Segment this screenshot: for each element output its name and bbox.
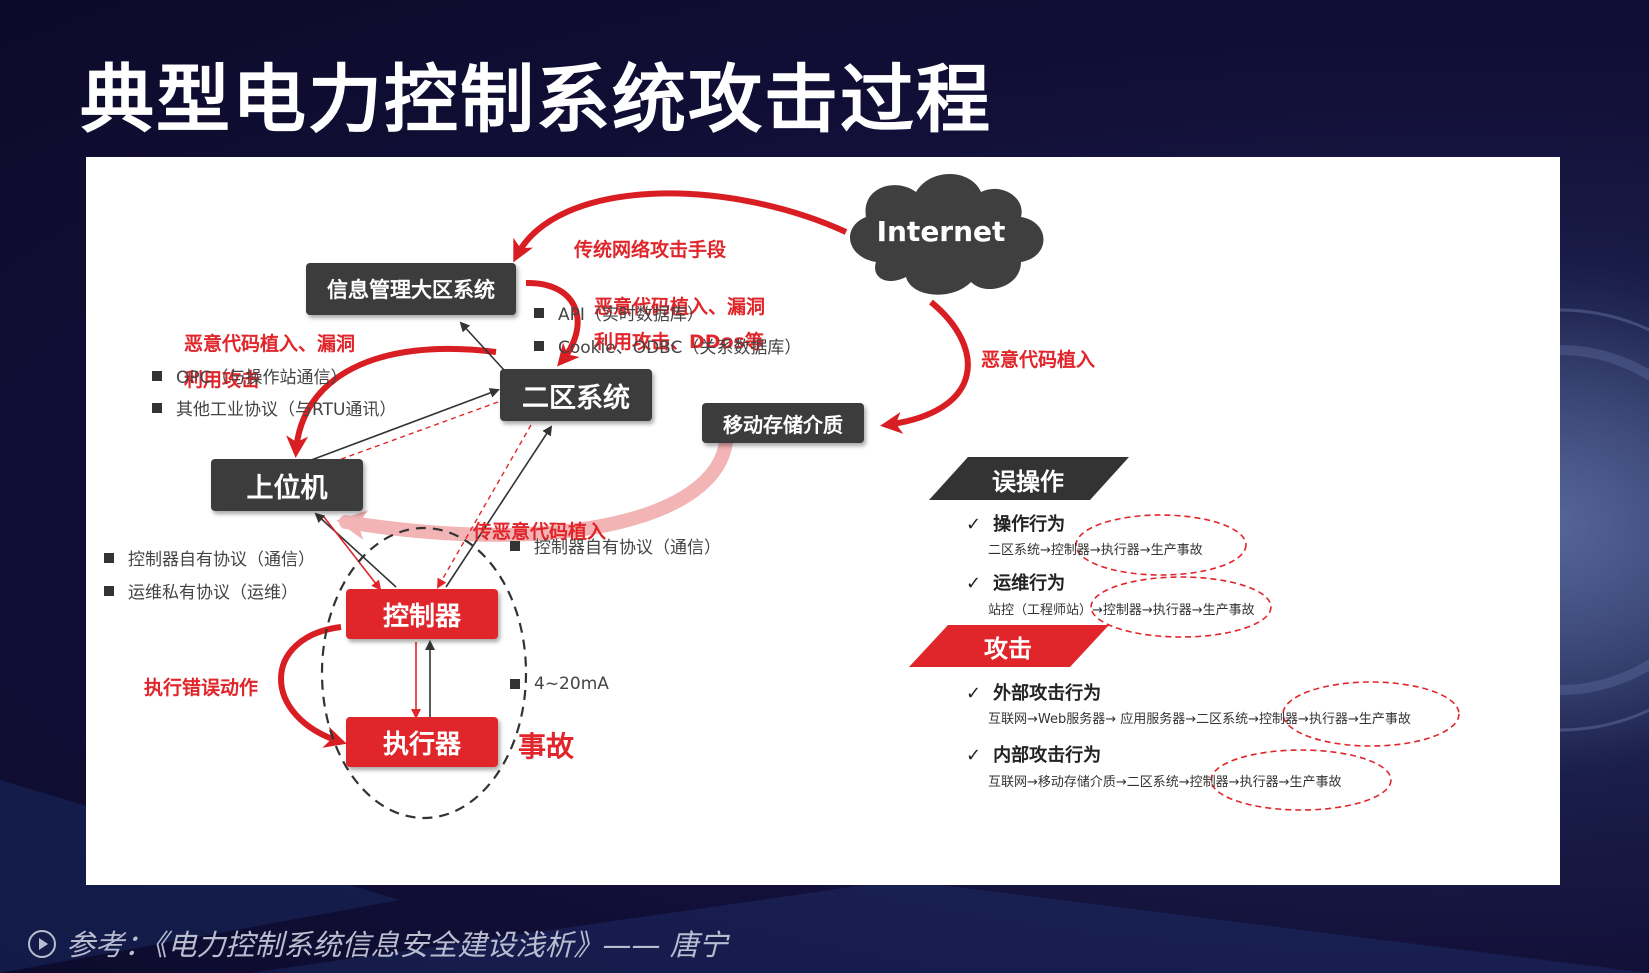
bullet-square [152, 402, 162, 413]
bullet-square [534, 340, 544, 351]
malicious-vuln-left-label-2: 利用攻击 [184, 369, 261, 391]
protocol-other-industrial: 其他工业协议（与RTU通讯） [152, 395, 396, 420]
maint-behavior: ✓ 运维行为 [966, 569, 1065, 595]
protocol-ctrl-own-left: 控制器自有协议（通信） [104, 545, 315, 570]
maint-behavior-text: 运维行为 [993, 573, 1066, 594]
protocol-ops-private: 运维私有协议（运维） [104, 578, 298, 603]
external-flow: 互联网→Web服务器→ 应用服务器→二区系统→控制器→执行器→生产事故 [988, 712, 1411, 727]
controller-to-host-line [314, 512, 397, 588]
zone2-to-controller-dashed [437, 424, 532, 589]
host-to-controller-line [323, 516, 382, 591]
attack-title: 攻击 [984, 634, 1032, 663]
misop-title: 误操作 [992, 467, 1064, 496]
diagram-connectors [278, 173, 1460, 820]
bullet-square [104, 552, 114, 563]
internal-flow: 互联网→移动存储介质→二区系统→控制器→执行器→生产事故 [988, 775, 1342, 790]
legend-ellipse-2 [1090, 576, 1272, 638]
host-zone2-dashed [312, 401, 499, 471]
info-to-zone2-arrow [525, 279, 581, 367]
op-behavior: ✓ 操作行为 [966, 510, 1065, 536]
legend-ellipse-3 [1282, 681, 1460, 747]
diagram-panel: Internet 信息管理大区系统 二区系统 移动存储介质 上位机 控制器 执行… [86, 157, 1560, 885]
protocol-cookie: Cookie、ODBC（关系数据库） [534, 333, 801, 358]
internet-node-label: Internet [876, 214, 1006, 248]
external-attack-text: 外部攻击行为 [993, 683, 1102, 704]
protocol-ctrl-own-left-text: 控制器自有协议（通信） [128, 550, 315, 570]
traditional-attack-arrow [513, 190, 848, 263]
legend-ellipse-4 [1210, 749, 1392, 811]
legend-ellipse-1 [1075, 514, 1247, 576]
host-node: 上位机 [211, 459, 363, 511]
malicious-vuln-top-label-2: 利用攻击、DDos等 [594, 331, 764, 353]
accident-zone-ellipse [320, 526, 528, 820]
check-icon: ✓ [966, 514, 982, 535]
host-to-zone2-line [305, 388, 500, 463]
check-icon: ✓ [966, 573, 982, 594]
protocol-current: 4~20mA [510, 674, 609, 694]
op-flow: 二区系统→控制器→执行器→生产事故 [988, 543, 1203, 558]
slide-title: 典型电力控制系统攻击过程 [80, 57, 992, 143]
protocol-other-industrial-text: 其他工业协议（与RTU通讯） [176, 400, 397, 420]
controller-to-zone2-line [445, 425, 553, 588]
malicious-vuln-left-label-1: 恶意代码植入、漏洞 [184, 333, 356, 355]
pass-malicious-label: 传恶意代码植入 [473, 521, 607, 543]
zone2-to-host-arrow [286, 345, 497, 458]
protocol-current-text: 4~20mA [534, 674, 609, 694]
bullet-square [152, 370, 162, 381]
wrong-action-label: 执行错误动作 [144, 677, 259, 699]
protocol-api: API（实时数据库） [534, 300, 704, 325]
accident-label: 事故 [518, 730, 575, 763]
internal-attack: ✓ 内部攻击行为 [966, 741, 1101, 767]
actuator-node: 执行器 [346, 717, 498, 767]
external-attack: ✓ 外部攻击行为 [966, 679, 1101, 705]
internet-to-removable-arrow [880, 299, 971, 434]
protocol-cookie-text: Cookie、ODBC（关系数据库） [558, 338, 802, 358]
protocol-api-text: API（实时数据库） [558, 305, 704, 325]
check-icon: ✓ [966, 745, 982, 766]
footer-reference: 参考：《电力控制系统信息安全建设浅析》—— 唐宁 [66, 928, 728, 962]
internal-attack-text: 内部攻击行为 [993, 745, 1102, 766]
malicious-vuln-top-label-1: 恶意代码植入、漏洞 [594, 296, 766, 318]
protocol-opc-text: OPC（与操作站通信） [176, 368, 348, 388]
protocol-ctrl-own-right-text: 控制器自有协议（通信） [534, 538, 721, 558]
removable-storage-node: 移动存储介质 [702, 403, 864, 443]
op-behavior-text: 操作行为 [993, 514, 1066, 535]
protocol-ops-private-text: 运维私有协议（运维） [128, 583, 298, 603]
play-icon[interactable] [28, 930, 56, 958]
maint-flow: 站控（工程师站）→控制器→执行器→生产事故 [988, 603, 1255, 618]
misop-banner-shape [929, 457, 1129, 500]
controller-node: 控制器 [346, 589, 498, 639]
removable-to-host-pink-arrow [336, 435, 733, 542]
protocol-opc: OPC（与操作站通信） [152, 363, 348, 388]
info-mgmt-node: 信息管理大区系统 [306, 263, 516, 315]
zone2-to-info-line [459, 321, 505, 371]
check-icon: ✓ [966, 683, 982, 704]
malicious-implant-label: 恶意代码植入 [981, 349, 1096, 371]
wrong-action-arrow [278, 624, 347, 748]
zone2-node: 二区系统 [500, 369, 652, 421]
bullet-square [510, 540, 520, 551]
traditional-attack-label: 传统网络攻击手段 [574, 239, 727, 261]
attack-banner-shape [909, 625, 1109, 667]
bullet-square [104, 585, 114, 596]
internet-cloud-icon [849, 173, 1044, 295]
bullet-square [510, 679, 520, 689]
protocol-ctrl-own-right: 控制器自有协议（通信） [510, 533, 721, 558]
bullet-square [534, 307, 544, 318]
